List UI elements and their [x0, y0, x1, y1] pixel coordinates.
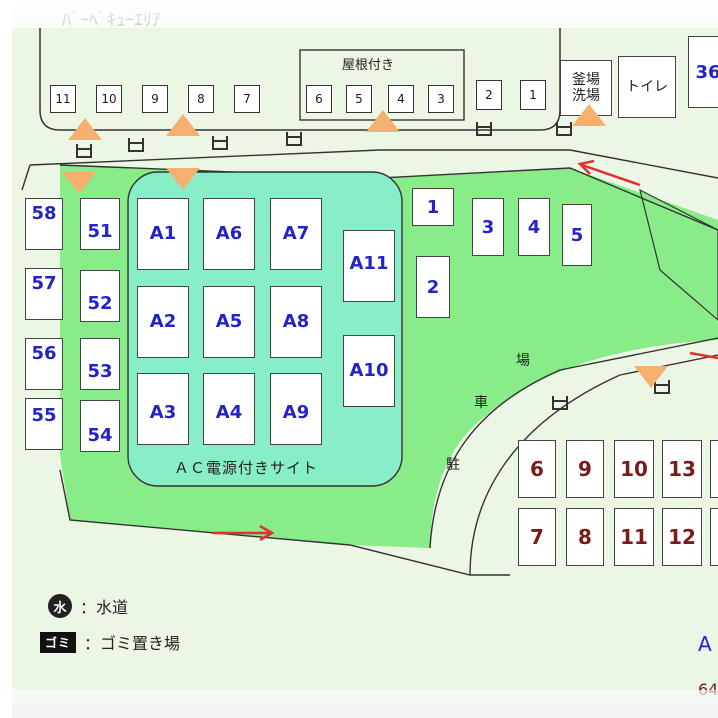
site-4[interactable]: 4: [518, 198, 550, 256]
ac-area-label: ＡＣ電源付きサイト: [174, 459, 319, 477]
bbq-stall-6[interactable]: 6: [306, 85, 332, 113]
bbq-stall-7[interactable]: 7: [234, 85, 260, 113]
site-A11[interactable]: A11: [343, 230, 395, 302]
bbq-area-outline: [39, 28, 561, 131]
site-6[interactable]: 6: [518, 440, 556, 498]
site-A6[interactable]: A6: [203, 198, 255, 270]
site-36[interactable]: 36: [688, 36, 718, 108]
water-tap-icon: [76, 144, 92, 158]
site-3[interactable]: 3: [472, 198, 504, 256]
water-icon: 水: [48, 594, 72, 618]
covered-label: 屋根付き: [342, 58, 395, 73]
site-A3[interactable]: A3: [137, 373, 189, 445]
trash-marker-icon: [62, 172, 96, 194]
parking-char: 駐: [446, 457, 460, 473]
site-11[interactable]: 11: [614, 508, 654, 566]
site-7[interactable]: 7: [518, 508, 556, 566]
site-A2[interactable]: A2: [137, 286, 189, 358]
bbq-stall-1[interactable]: 1: [520, 80, 546, 110]
site-57[interactable]: 57: [25, 268, 63, 320]
road-top: [29, 149, 718, 179]
water-legend-label: ：水道: [80, 598, 129, 617]
water-tap-icon: [556, 122, 572, 136]
water-tap-icon: [212, 136, 228, 150]
road-parking-curve: [429, 337, 718, 549]
site-8[interactable]: 8: [566, 508, 604, 566]
trash-marker-icon: [634, 366, 668, 388]
site-12[interactable]: 12: [662, 508, 702, 566]
parking-char: 車: [474, 395, 488, 411]
site-A10[interactable]: A10: [343, 335, 395, 407]
site-A7[interactable]: A7: [270, 198, 322, 270]
parking-char: 場: [516, 353, 530, 369]
water-tap-icon: [476, 122, 492, 136]
trash-marker-icon: [166, 168, 200, 190]
road-inner-curve: [469, 354, 718, 576]
water-tap-icon: [552, 396, 568, 410]
bottom-fade: [0, 690, 718, 718]
road-outer: [59, 469, 510, 576]
arrow-right-edge: [689, 351, 718, 360]
site-10[interactable]: 10: [614, 440, 654, 498]
corner-label-a: A: [698, 632, 712, 656]
bbq-stall-11[interactable]: 11: [50, 85, 76, 113]
left-margin: [0, 0, 12, 718]
legend-trash: ゴミ ：ゴミ置き場: [40, 630, 180, 654]
site-2[interactable]: 2: [416, 256, 450, 318]
site-55[interactable]: 55: [25, 398, 63, 450]
arrow-bottom: [212, 524, 275, 542]
site-13[interactable]: 13: [662, 440, 702, 498]
site-A4[interactable]: A4: [203, 373, 255, 445]
site-5[interactable]: 5: [562, 204, 592, 266]
toilet[interactable]: トイレ: [618, 56, 676, 118]
site-A5[interactable]: A5: [203, 286, 255, 358]
trash-marker-icon: [572, 104, 606, 126]
site-edge-bottom[interactable]: [710, 508, 718, 566]
arrow-top-right: [577, 159, 641, 187]
ac-area: [127, 171, 403, 487]
site-52[interactable]: 52: [80, 270, 120, 322]
trash-legend-label: ：ゴミ置き場: [84, 634, 181, 653]
water-tap-icon: [286, 132, 302, 146]
road-left: [21, 164, 31, 191]
site-51[interactable]: 51: [80, 198, 120, 250]
trash-icon: ゴミ: [40, 631, 77, 653]
site-54[interactable]: 54: [80, 400, 120, 452]
trash-marker-icon: [166, 114, 200, 136]
site-A1[interactable]: A1: [137, 198, 189, 270]
site-58[interactable]: 58: [25, 198, 63, 250]
trash-marker-icon: [68, 118, 102, 140]
site-edge-top[interactable]: [710, 440, 718, 498]
bbq-stall-2[interactable]: 2: [476, 80, 502, 110]
bbq-stall-5[interactable]: 5: [346, 85, 372, 113]
site-9[interactable]: 9: [566, 440, 604, 498]
site-56[interactable]: 56: [25, 338, 63, 390]
site-A8[interactable]: A8: [270, 286, 322, 358]
bbq-stall-3[interactable]: 3: [428, 85, 454, 113]
trash-marker-icon: [366, 110, 400, 132]
water-tap-icon: [128, 138, 144, 152]
legend-water: 水 ：水道: [48, 594, 128, 618]
top-fade: [0, 0, 718, 28]
site-1[interactable]: 1: [412, 188, 454, 226]
site-53[interactable]: 53: [80, 338, 120, 390]
bbq-stall-9[interactable]: 9: [142, 85, 168, 113]
bbq-stall-10[interactable]: 10: [96, 85, 122, 113]
bbq-stall-4[interactable]: 4: [388, 85, 414, 113]
site-A9[interactable]: A9: [270, 373, 322, 445]
bbq-stall-8[interactable]: 8: [188, 85, 214, 113]
